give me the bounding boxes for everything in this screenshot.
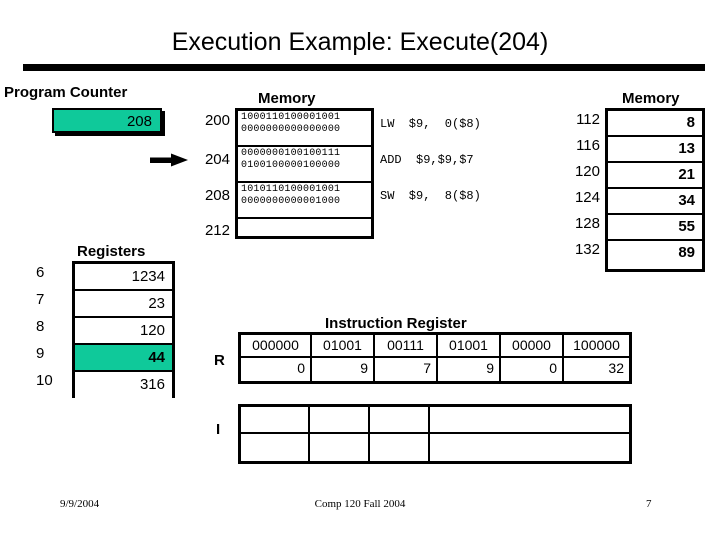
instruction-register-label: Instruction Register	[325, 315, 467, 332]
ir-field-rs-decimal: 9	[312, 358, 375, 381]
memory-word-low: 0100100000100000	[241, 160, 341, 171]
data-memory-address: 112	[576, 111, 600, 128]
register-number: 7	[36, 291, 45, 308]
instruction-memory-row: 1010110100001001 0000000000001000	[238, 183, 371, 219]
page-title: Execution Example: Execute(204)	[171, 28, 549, 56]
register-number: 9	[36, 345, 45, 362]
register-row: 1234	[75, 264, 172, 291]
footer-course: Comp 120 Fall 2004	[314, 498, 406, 510]
memory-word-high: 1000110100001001	[241, 112, 341, 123]
data-memory-address: 120	[574, 163, 600, 180]
ir-binary-row: 000000 01001 00111 01001 00000 100000	[241, 335, 629, 358]
register-row: 23	[75, 291, 172, 318]
data-memory-address: 128	[574, 215, 600, 232]
footer-page-number: 7	[646, 498, 652, 510]
register-number: 8	[36, 318, 45, 335]
instruction-memory-table: 1000110100001001 0000000000000000 000000…	[235, 108, 374, 239]
registers-label: Registers	[77, 243, 146, 260]
program-counter-box: 208	[52, 108, 162, 133]
ir-field-shamt-binary: 00000	[501, 335, 564, 356]
ir-field-rs-binary: 01001	[312, 335, 375, 356]
ir-decimal-row: 0 9 7 9 0 32	[241, 358, 629, 381]
i-field-rt-decimal	[370, 434, 430, 461]
instruction-memory-address: 208	[204, 187, 230, 204]
data-memory-address: 124	[574, 189, 600, 206]
ir-field-opcode-decimal: 0	[241, 358, 312, 381]
ir-field-opcode-binary: 000000	[241, 335, 312, 356]
register-row-highlighted: 44	[75, 345, 172, 372]
register-row: 316	[75, 372, 172, 398]
right-arrow-icon	[150, 153, 188, 167]
r-format-label: R	[214, 352, 225, 369]
ir-field-rt-binary: 00111	[375, 335, 438, 356]
data-memory-row: 21	[608, 163, 702, 189]
program-counter-value: 208	[126, 113, 152, 130]
instruction-memory-row	[238, 219, 371, 248]
instruction-register-table: 000000 01001 00111 01001 00000 100000 0 …	[238, 332, 632, 384]
ir-field-funct-binary: 100000	[573, 337, 620, 353]
instruction-memory-row: 1000110100001001 0000000000000000	[238, 111, 371, 147]
data-memory-address: 116	[576, 137, 600, 154]
footer-date: 9/9/2004	[60, 498, 100, 510]
ir-field-rt-decimal: 7	[375, 358, 438, 381]
register-number: 10	[36, 372, 53, 389]
memory-word-high: 0000000100100111	[241, 148, 341, 159]
memory-word-high: 1010110100001001	[241, 184, 341, 195]
data-memory-address: 132	[574, 241, 600, 258]
register-number: 6	[36, 264, 45, 281]
assembly-text: SW $9, 8($8)	[380, 189, 481, 203]
memory-word-low: 0000000000000000	[241, 124, 341, 135]
i-field-rs-decimal	[310, 434, 370, 461]
ir-field-rd-binary: 01001	[438, 335, 501, 356]
data-memory-row: 89	[678, 244, 695, 261]
data-memory-row: 55	[608, 215, 702, 241]
instruction-memory-address: 200	[204, 112, 230, 129]
i-field-rs-binary	[310, 407, 370, 432]
program-counter-label: Program Counter	[4, 84, 128, 101]
i-field-opcode-decimal	[241, 434, 310, 461]
i-binary-row	[241, 407, 629, 434]
i-format-label: I	[216, 421, 221, 438]
data-memory-row: 8	[608, 111, 702, 137]
memory-word-low: 0000000000001000	[241, 196, 341, 207]
i-field-immediate-decimal	[430, 434, 629, 461]
assembly-text: ADD $9,$9,$7	[380, 153, 474, 167]
registers-table: 1234 23 120 44 316	[72, 261, 175, 398]
title-divider	[23, 64, 705, 71]
i-format-table	[238, 404, 632, 464]
i-decimal-row	[241, 434, 629, 461]
i-field-immediate-binary	[430, 407, 629, 432]
assembly-text: LW $9, 0($8)	[380, 117, 481, 131]
instruction-memory-address: 212	[204, 222, 230, 239]
data-memory-row: 13	[608, 137, 702, 163]
data-memory-label: Memory	[622, 90, 680, 107]
instruction-memory-label: Memory	[258, 90, 316, 107]
instruction-memory-address: 204	[204, 151, 230, 168]
instruction-memory-row: 0000000100100111 0100100000100000	[238, 147, 371, 183]
register-row: 120	[75, 318, 172, 345]
ir-field-shamt-decimal: 0	[501, 358, 564, 381]
data-memory-table: 8 13 21 34 55 89	[605, 108, 705, 272]
i-field-opcode-binary	[241, 407, 310, 432]
data-memory-row: 34	[608, 189, 702, 215]
i-field-rt-binary	[370, 407, 430, 432]
ir-field-funct-decimal: 32	[608, 360, 624, 376]
ir-field-rd-decimal: 9	[438, 358, 501, 381]
